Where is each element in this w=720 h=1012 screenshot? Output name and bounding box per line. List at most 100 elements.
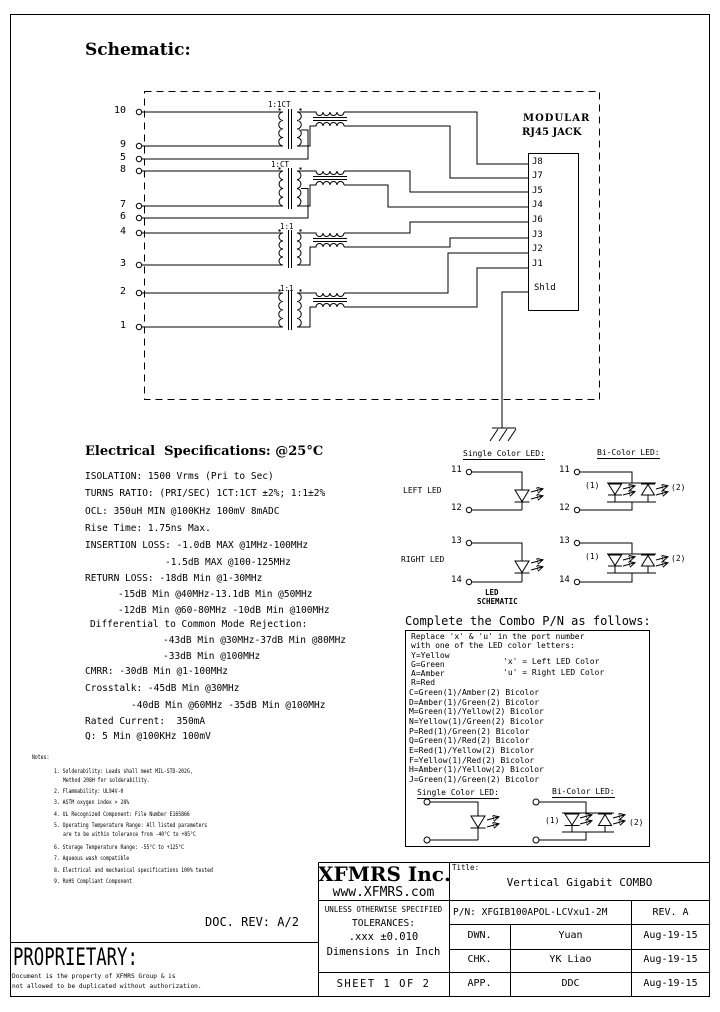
dwn-date: Aug-19-15 bbox=[643, 930, 698, 941]
spec-line: Crosstalk: -45dB Min @30MHz bbox=[85, 683, 240, 694]
pin-label-10: 10 bbox=[114, 105, 127, 116]
led-pin-label: 14 bbox=[451, 575, 462, 585]
pin-wires bbox=[141, 111, 309, 294]
proprietary-line: Document is the property of XFMRS Group … bbox=[12, 972, 176, 980]
tolerance-value: .xxx ±0.010 bbox=[348, 931, 419, 943]
page-border bbox=[10, 14, 710, 997]
note-line: are to be within tolerance from -40°C to… bbox=[63, 831, 196, 838]
dwn-label: DWN. bbox=[467, 930, 492, 941]
note-line: 4. UL Recognized Component: File Number … bbox=[54, 811, 190, 818]
dwn-name: Yuan bbox=[558, 930, 583, 941]
jack-pin-label: J8 bbox=[532, 157, 543, 167]
combo-title: Complete the Combo P/N as follows: bbox=[405, 614, 651, 628]
spec-line: Differential to Common Mode Rejection: bbox=[90, 619, 308, 630]
page-title: Schematic: bbox=[85, 40, 191, 60]
led-right-label: RIGHT LED bbox=[401, 555, 445, 564]
spec-line: CMRR: -30dB Min @1-100MHz bbox=[85, 666, 228, 677]
led-d1-label: (1) bbox=[545, 816, 560, 825]
title-block-grid bbox=[10, 862, 710, 997]
led-d1-label: (1) bbox=[585, 552, 600, 561]
note-line: 9. RoHS Compliant Component bbox=[54, 878, 133, 885]
proprietary-title: PROPRIETARY: bbox=[13, 943, 138, 971]
jack-pin-label: J2 bbox=[532, 244, 543, 254]
pin-circles bbox=[135, 108, 143, 331]
combo-bicolor-code: N=Yellow(1)/Green(2) Bicolor bbox=[409, 717, 544, 726]
jack-pin-label: J3 bbox=[532, 230, 543, 240]
jack-wires bbox=[344, 111, 528, 308]
dimensions-note: Dimensions in Inch bbox=[326, 946, 441, 958]
led-bicolor-header: Bi-Color LED: bbox=[597, 448, 660, 459]
combo-bicolor-code: E=Red(1)/Yellow(2) Bicolor bbox=[409, 746, 535, 755]
pin-label-1: 1 bbox=[120, 320, 127, 331]
jack-pin-label: J6 bbox=[532, 215, 543, 225]
combo-x-note: 'x' = Left LED Color bbox=[503, 657, 600, 666]
xfmr-ratio-label: 1:CT bbox=[271, 160, 290, 169]
title-label: Title: bbox=[452, 863, 480, 872]
led-bicolor-bottom bbox=[579, 542, 656, 583]
tolerances-label: TOLERANCES: bbox=[352, 918, 415, 929]
doc-rev: DOC. REV: A/2 bbox=[205, 915, 299, 929]
led-pin-label: 13 bbox=[451, 536, 462, 546]
spec-line: Q: 5 Min @100KHz 100mV bbox=[85, 731, 211, 742]
combo-color-code: A=Amber bbox=[411, 669, 445, 678]
chokes bbox=[297, 111, 347, 328]
combo-color-code: G=Green bbox=[411, 660, 445, 669]
part-number: P/N: XFGIB100APOL-LCVxu1-2M bbox=[453, 907, 608, 918]
combo-bicolor-code: F=Yellow(1)/Red(2) Bicolor bbox=[409, 756, 535, 765]
spec-line: TURNS RATIO: (PRI/SEC) 1CT:1CT ±2%; 1:1±… bbox=[85, 488, 326, 499]
led-left-label: LEFT LED bbox=[403, 486, 442, 495]
led-caption-line2: SCHEMATIC bbox=[477, 597, 518, 606]
pin-label-5: 5 bbox=[120, 152, 127, 163]
xfmr-ratio-label: 1:1 bbox=[280, 222, 294, 231]
combo-u-note: 'u' = Right LED Color bbox=[503, 668, 605, 677]
led-bicolor-top bbox=[579, 471, 656, 511]
note-line: 8. Electrical and mechanical specificati… bbox=[54, 867, 213, 874]
combo-bicolor-code: M=Green(1)/Yellow(2) Bicolor bbox=[409, 707, 544, 716]
jack-title-line2: RJ45 JACK bbox=[522, 127, 582, 138]
led-caption-line1: LED bbox=[485, 588, 499, 597]
revision: REV. A bbox=[652, 907, 689, 918]
note-line: 3. ASTM oxygen index > 28% bbox=[54, 799, 130, 806]
combo-bicolor-code: H=Amber(1)/Yellow(2) Bicolor bbox=[409, 765, 544, 774]
sheet-number: SHEET 1 OF 2 bbox=[336, 978, 431, 990]
combo-bicolor-header: Bi-Color LED: bbox=[552, 787, 615, 798]
document-title: Vertical Gigabit COMBO bbox=[506, 876, 653, 889]
shield-ground bbox=[489, 291, 528, 442]
led-pin-label: 13 bbox=[559, 536, 570, 546]
pin-label-2: 2 bbox=[120, 286, 127, 297]
xfmr-ratio-label: 1:1 bbox=[280, 284, 294, 293]
spec-line: RETURN LOSS: -18dB Min @1-30MHz bbox=[85, 573, 263, 584]
pin-label-4: 4 bbox=[120, 226, 127, 237]
company-name: XFMRS Inc. bbox=[318, 862, 451, 886]
note-line: 6. Storage Temperature Range: -55°C to +… bbox=[54, 844, 185, 851]
transformers bbox=[278, 108, 302, 330]
led-d1-label: (1) bbox=[585, 481, 600, 490]
spec-line: -12dB Min @60-80MHz -10dB Min @100MHz bbox=[118, 605, 330, 616]
note-line: 7. Aqueous wash compatible bbox=[54, 855, 130, 862]
combo-bicolor-code: P=Red(1)/Green(2) Bicolor bbox=[409, 727, 530, 736]
app-date: Aug-19-15 bbox=[643, 978, 698, 989]
spec-line: INSERTION LOSS: -1.0dB MAX @1MHz-100MHz bbox=[85, 540, 309, 551]
module-outline bbox=[144, 91, 600, 400]
pin-label-7: 7 bbox=[120, 199, 127, 210]
combo-bicolor-code: Q=Green(1)/Red(2) Bicolor bbox=[409, 736, 530, 745]
jack-title-line1: MODULAR bbox=[523, 113, 591, 124]
spec-line: Rated Current: 350mA bbox=[85, 716, 206, 727]
chk-label: CHK. bbox=[467, 954, 492, 965]
pin-label-3: 3 bbox=[120, 258, 127, 269]
combo-intro: with one of the LED color letters: bbox=[411, 641, 575, 650]
spec-line: -40dB Min @60MHz -35dB Min @100MHz bbox=[131, 700, 326, 711]
note-line: 2. Flammability: UL94V-0 bbox=[54, 788, 124, 795]
note-line: Method 208H for solderability. bbox=[63, 777, 150, 784]
combo-intro: Replace 'x' & 'u' in the port number bbox=[411, 632, 585, 641]
spec-line: ISOLATION: 1500 Vrms (Pri to Sec) bbox=[85, 471, 274, 482]
chk-date: Aug-19-15 bbox=[643, 954, 698, 965]
led-pin-label: 14 bbox=[559, 575, 570, 585]
combo-box bbox=[405, 630, 650, 847]
pin-label-9: 9 bbox=[120, 139, 127, 150]
spec-line: -43dB Min @30MHz-37dB Min @80MHz bbox=[163, 635, 347, 646]
combo-single-header: Single Color LED: bbox=[417, 788, 499, 799]
led-pin-label: 12 bbox=[559, 503, 570, 513]
